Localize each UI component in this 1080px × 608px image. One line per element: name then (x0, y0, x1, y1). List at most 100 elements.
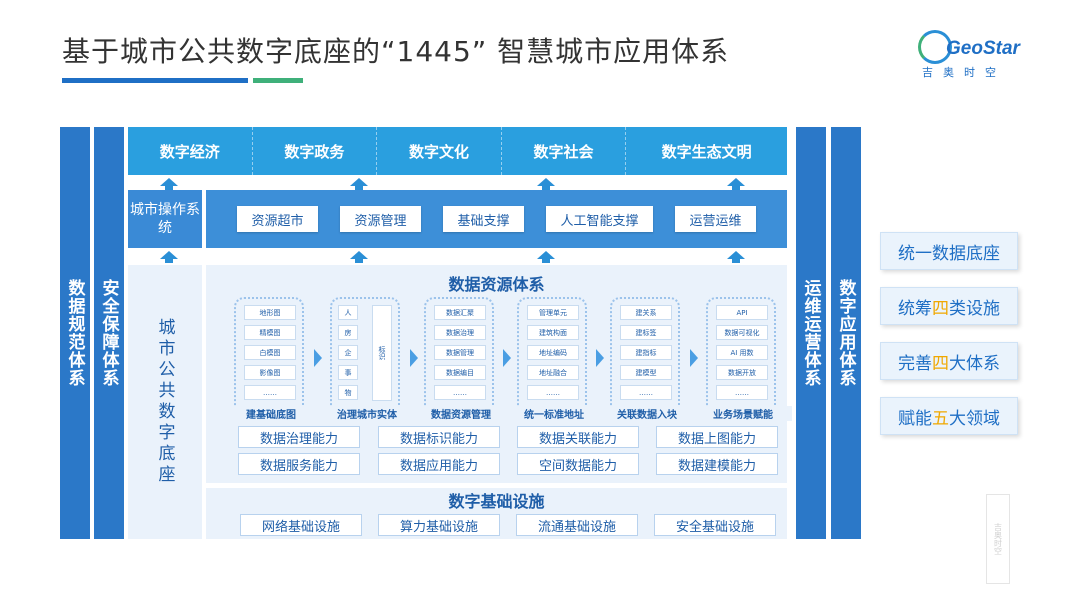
up-arrow-icon (537, 178, 555, 190)
domain-economy: 数字经济 (128, 127, 253, 175)
stage-business-enablement: API 数据可视化 AI 用数 数据开放 …… 业务场景赋能 (694, 297, 792, 421)
stage-chip: 企 (338, 345, 358, 360)
page-title: 基于城市公共数字底座的“1445” 智慧城市应用体系 (62, 35, 730, 68)
summary-four-facilities: 统筹四类设施 (880, 287, 1018, 325)
os-box: 资源超市 资源管理 基础支撑 人工智能支撑 运营运维 (206, 190, 787, 248)
up-arrow-icon (727, 251, 745, 263)
domain-bar: 数字经济 数字政务 数字文化 数字社会 数字生态文明 (128, 127, 787, 175)
domain-ecology: 数字生态文明 (661, 142, 752, 161)
summary-unified-data: 统一数据底座 (880, 232, 1018, 270)
stage-chip: 事 (338, 365, 358, 380)
capability-item: 数据上图能力 (656, 426, 778, 448)
stage-chip: …… (434, 385, 486, 400)
stage-base-map: 地形图 精模图 白模图 影像图 …… 建基础底图 (222, 297, 320, 421)
stage-chip: 数据管理 (434, 345, 486, 360)
stage-caption: 业务场景赋能 (694, 406, 792, 421)
column-digital-apps: 数字应用体系 (831, 127, 861, 539)
city-base-label: 城市公共数字底座 (128, 265, 202, 539)
stage-caption: 数据资源管理 (412, 406, 510, 421)
capability-item: 空间数据能力 (517, 453, 639, 475)
stage-caption: 建基础底图 (222, 406, 320, 421)
summary-highlight: 五 (932, 408, 949, 429)
stage-chip: 建模型 (620, 365, 672, 380)
domain-government: 数字政务 (253, 127, 378, 175)
globe-icon (918, 30, 952, 64)
summary-four-systems: 完善四大体系 (880, 342, 1018, 380)
stage-chip: 房 (338, 325, 358, 340)
stage-caption: 治理城市实体 (318, 406, 416, 421)
os-item-basic-support: 基础支撑 (443, 206, 524, 232)
capability-item: 数据治理能力 (238, 426, 360, 448)
domain-society: 数字社会 (502, 127, 627, 175)
domain-culture: 数字文化 (377, 127, 502, 175)
stage-chip: 数据编目 (434, 365, 486, 380)
stage-chip: …… (527, 385, 579, 400)
stage-caption: 关联数据入块 (598, 406, 696, 421)
data-system-title: 数据资源体系 (448, 275, 545, 294)
summary-text: 赋能 (898, 408, 932, 429)
data-resource-system: 数据资源体系 地形图 精模图 白模图 影像图 …… 建基础底图 人 房 企 事 … (206, 265, 792, 483)
os-item-ai-support: 人工智能支撑 (546, 206, 653, 232)
geostar-logo: GeoStar 吉奥时空 (916, 30, 1026, 79)
os-label: 城市操作系统 (128, 190, 202, 248)
stage-chip: 地址融合 (527, 365, 579, 380)
summary-five-domains: 赋能五大领域 (880, 397, 1018, 435)
stage-chip: 人 (338, 305, 358, 320)
infrastructure-title: 数字基础设施 (448, 492, 545, 511)
summary-text: 大体系 (949, 353, 1000, 374)
capability-item: 数据标识能力 (378, 426, 500, 448)
stage-chip: 数据汇聚 (434, 305, 486, 320)
stage-chip: …… (244, 385, 296, 400)
stage-chip: 建指标 (620, 345, 672, 360)
summary-text: 统一数据底座 (898, 243, 1000, 264)
stage-chip: 数据治理 (434, 325, 486, 340)
summary-highlight: 四 (932, 353, 949, 374)
stage-chip: 精模图 (244, 325, 296, 340)
summary-text: 完善 (898, 353, 932, 374)
capability-item: 数据建模能力 (656, 453, 778, 475)
digital-infrastructure: 数字基础设施 网络基础设施 算力基础设施 流通基础设施 安全基础设施 (206, 488, 787, 539)
chevron-right-icon (314, 349, 322, 367)
summary-text: 大领域 (949, 408, 1000, 429)
stage-chip: API (716, 305, 768, 320)
stage-chip: 建标签 (620, 325, 672, 340)
up-arrow-icon (350, 178, 368, 190)
chevron-right-icon (410, 349, 418, 367)
os-item-resource-market: 资源超市 (237, 206, 318, 232)
stage-chip: …… (716, 385, 768, 400)
infrastructure-item: 网络基础设施 (240, 514, 362, 536)
chevron-right-icon (596, 349, 604, 367)
infrastructure-item: 流通基础设施 (516, 514, 638, 536)
column-security: 安全保障体系 (94, 127, 124, 539)
stage-chip: 地形图 (244, 305, 296, 320)
os-item-operations: 运营运维 (675, 206, 756, 232)
stage-chip: 建筑构面 (527, 325, 579, 340)
stage-chip: AI 用数 (716, 345, 768, 360)
logo-subtitle: 吉奥时空 (922, 66, 1006, 79)
chevron-right-icon (503, 349, 511, 367)
up-arrow-icon (727, 178, 745, 190)
watermark: 吉奥时空 (986, 494, 1010, 584)
column-operations: 运维运营体系 (796, 127, 826, 539)
up-arrow-icon (537, 251, 555, 263)
logo-name: GeoStar (946, 38, 1020, 59)
stage-chip: 数据可视化 (716, 325, 768, 340)
up-arrow-icon (160, 178, 178, 190)
summary-text: 统筹 (898, 298, 932, 319)
stage-chip: …… (620, 385, 672, 400)
summary-highlight: 四 (932, 298, 949, 319)
stage-data-block: 建关系 建标签 建指标 建模型 …… 关联数据入块 (598, 297, 696, 421)
stage-chip: 地址编码 (527, 345, 579, 360)
capability-item: 数据服务能力 (238, 453, 360, 475)
up-arrow-icon (160, 251, 178, 263)
summary-text: 类设施 (949, 298, 1000, 319)
stage-data-management: 数据汇聚 数据治理 数据管理 数据编目 …… 数据资源管理 (412, 297, 510, 421)
stage-chip: 影像图 (244, 365, 296, 380)
stage-standard-address: 管理单元 建筑构面 地址编码 地址融合 …… 统一标准地址 (505, 297, 603, 421)
column-data-standards: 数据规范体系 (60, 127, 90, 539)
stage-city-entities: 人 房 企 事 物 标识 治理城市实体 (318, 297, 416, 421)
capability-item: 数据关联能力 (517, 426, 639, 448)
capability-item: 数据应用能力 (378, 453, 500, 475)
stage-chip: 物 (338, 385, 358, 400)
chevron-right-icon (690, 349, 698, 367)
